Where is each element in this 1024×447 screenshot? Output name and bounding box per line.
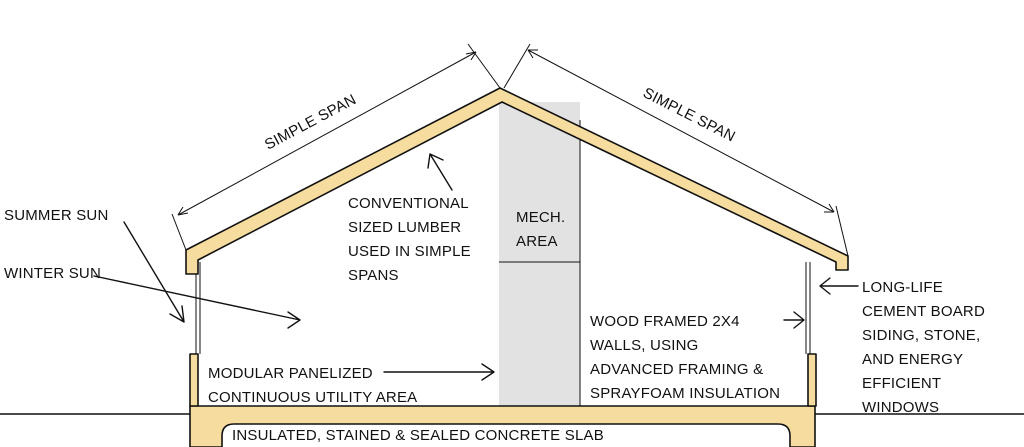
walls-label-1: WOOD FRAMED 2X4 [590,313,740,330]
siding-label-2: CEMENT BOARD [862,303,985,320]
span-tick-left-1 [171,213,187,251]
slab-label: INSULATED, STAINED & SEALED CONCRETE SLA… [232,427,604,444]
mech-label-1: MECH. [516,209,565,226]
walls-label-3: ADVANCED FRAMING & [590,361,763,378]
span-arrow-left-2 [465,51,477,61]
span-dimension-right [527,49,835,213]
mech-area-shaft [499,102,580,408]
span-arrow-right-1 [527,49,538,59]
mech-label-2: AREA [516,233,558,250]
lumber-label-1: CONVENTIONAL [348,195,469,212]
span-arrow-right-2 [824,203,835,213]
lumber-label-2: SIZED LUMBER [348,219,461,236]
summer-sun-arrow [123,221,185,323]
span-tick-right-2 [835,205,849,257]
lumber-label-4: SPANS [348,267,399,284]
utility-label-2: CONTINUOUS UTILITY AREA [208,389,417,406]
winter-sun-arrow [93,275,301,329]
siding-label-1: LONG-LIFE [862,279,943,296]
siding-label-4: AND ENERGY [862,351,963,368]
utility-arrow [383,363,495,381]
concrete-slab [189,405,816,447]
span-tick-left-2 [467,43,501,89]
span-label-left: SIMPLE SPAN [262,91,359,153]
siding-arrow [819,277,859,295]
span-label-right: SIMPLE SPAN [640,84,738,145]
siding-label-3: SIDING, STONE, [862,327,980,344]
winter-sun-label: WINTER SUN [4,265,101,282]
roof-rafters [185,87,849,275]
lumber-label-3: USED IN SIMPLE [348,243,471,260]
walls-label-2: WALLS, USING [590,337,699,354]
span-arrow-left-1 [177,206,189,216]
utility-label-1: MODULAR PANELIZED [208,365,373,382]
right-wall-base [807,353,817,407]
lumber-arrow [427,153,453,191]
summer-sun-label: SUMMER SUN [4,207,109,224]
siding-label-6: WINDOWS [862,399,939,416]
siding-label-5: EFFICIENT [862,375,941,392]
left-wall-base [189,353,199,407]
walls-label-4: SPRAYFOAM INSULATION [590,385,780,402]
walls-arrow [783,311,805,329]
span-tick-right-1 [503,43,531,89]
span-dimension-left [177,51,477,216]
